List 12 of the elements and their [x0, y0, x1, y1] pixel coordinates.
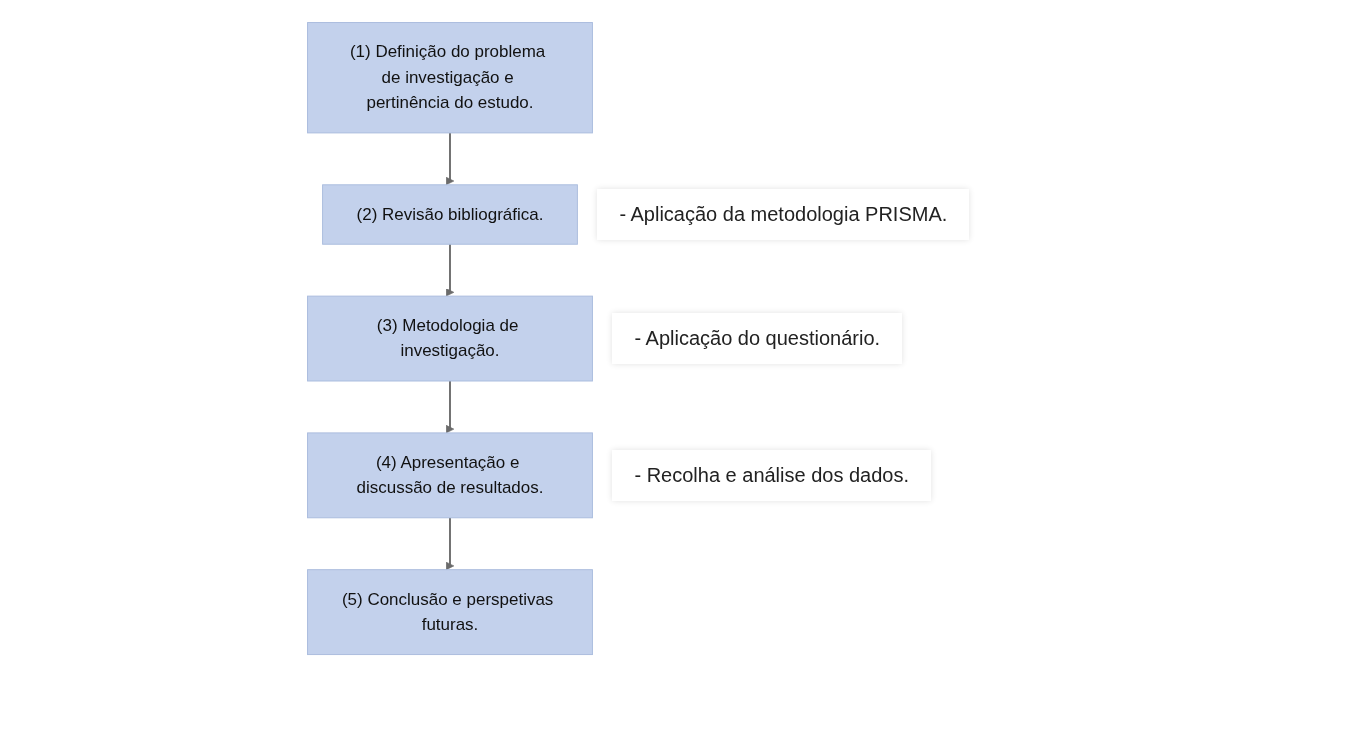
step-box: (3) Metodologia de investigação.: [307, 295, 593, 382]
step-note: - Aplicação da metodologia PRISMA.: [597, 189, 970, 240]
arrow: [445, 380, 455, 434]
step-box: (2) Revisão bibliográfica.: [322, 184, 578, 245]
step-note: - Recolha e análise dos dados.: [612, 449, 932, 501]
arrow: [445, 243, 455, 297]
arrow: [445, 131, 455, 186]
step-box: (4) Apresentação e discussão de resultados.: [307, 432, 593, 519]
step-box: (1) Definição do problema de investigação e pertinência do estudo.: [307, 22, 593, 134]
arrow: [445, 516, 455, 571]
step-note: - Aplicação do questionário.: [612, 313, 903, 365]
step-box: (5) Conclusão e perspetivas futuras.: [307, 569, 593, 656]
